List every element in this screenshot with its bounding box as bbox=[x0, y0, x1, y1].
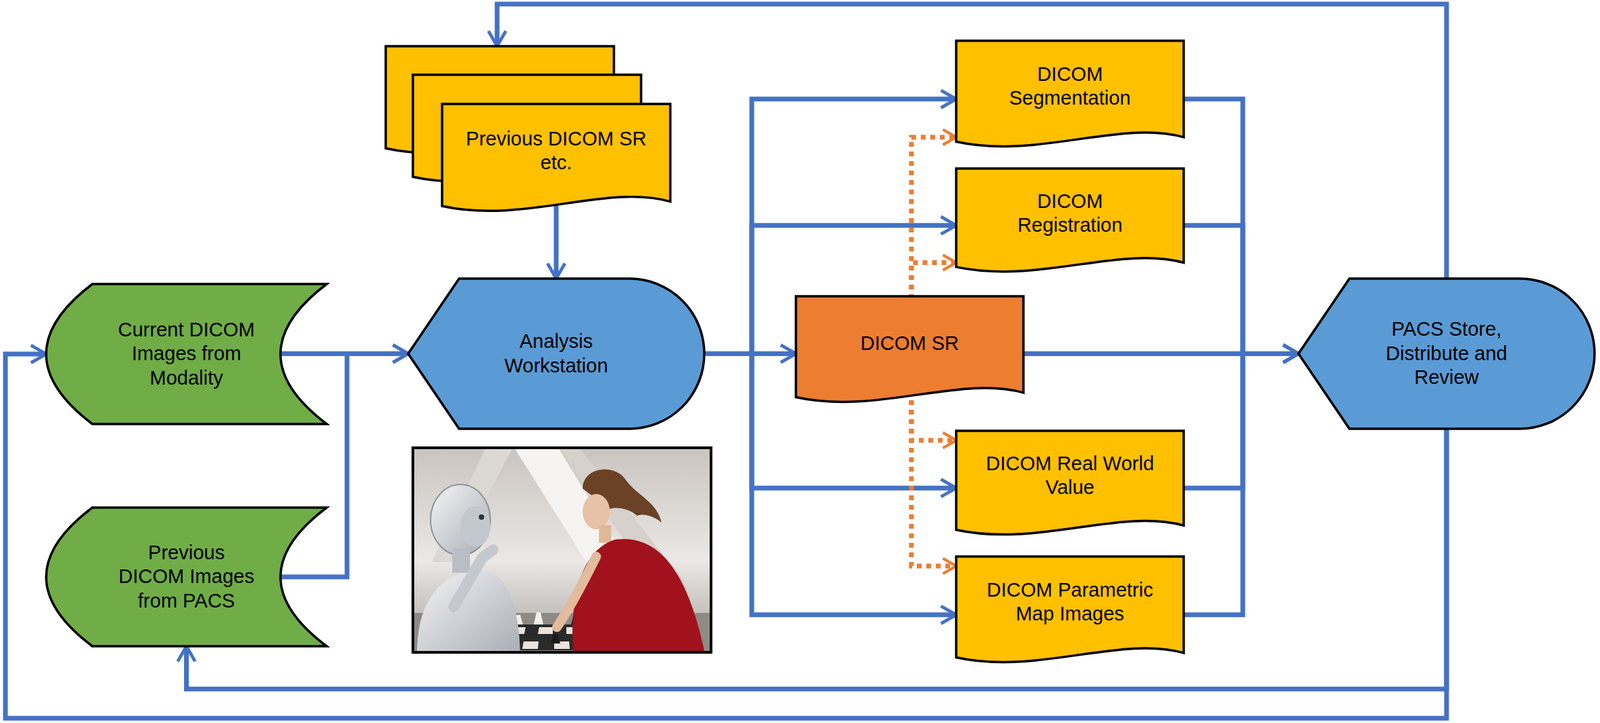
flow-arrow bbox=[1180, 353, 1299, 615]
illustration-part bbox=[582, 493, 610, 530]
node-label: DICOM SR bbox=[860, 331, 959, 356]
illustration-part bbox=[537, 626, 553, 634]
display-box: Analysis Workstation bbox=[408, 278, 705, 429]
illustration-part bbox=[478, 514, 485, 520]
illustration-part bbox=[533, 611, 544, 625]
shape-outline bbox=[408, 278, 705, 429]
reference-arrow bbox=[911, 390, 957, 441]
reference-arrow bbox=[911, 137, 957, 299]
illustration-part bbox=[453, 549, 494, 607]
document-box: DICOM Parametric Map Images bbox=[956, 556, 1184, 669]
node-label: PACS Store, Distribute and Review bbox=[1373, 317, 1520, 390]
document-box: DICOM Segmentation bbox=[956, 40, 1184, 153]
flow-arrow bbox=[1180, 353, 1299, 489]
data-store: Previous DICOM Images from PACS bbox=[46, 507, 327, 646]
node-shape bbox=[408, 278, 705, 429]
illustration-part bbox=[452, 548, 470, 573]
reference-arrow bbox=[911, 390, 957, 566]
reference-arrow bbox=[911, 262, 957, 299]
shape-outline bbox=[956, 40, 1184, 147]
flow-arrow bbox=[1180, 225, 1299, 354]
text-area: DICOM Registration bbox=[956, 168, 1184, 259]
text-area: DICOM Real World Value bbox=[956, 430, 1184, 521]
document-outline bbox=[442, 103, 671, 211]
illustration-part bbox=[556, 556, 597, 627]
illustration-part bbox=[550, 633, 561, 644]
illustration-part bbox=[430, 484, 491, 555]
illustration-part bbox=[412, 447, 712, 652]
shape-outline bbox=[795, 296, 1024, 402]
text-area: PACS Store, Distribute and Review bbox=[1349, 278, 1544, 429]
flow-arrow bbox=[1180, 99, 1299, 354]
document-stack: Previous DICOM SR etc. bbox=[385, 46, 671, 218]
shape-outline bbox=[956, 556, 1184, 662]
node-label: Previous DICOM SR etc. bbox=[454, 126, 659, 176]
illustration-part bbox=[522, 641, 539, 649]
shape-outline bbox=[956, 168, 1184, 272]
chess-photo bbox=[411, 446, 713, 654]
text-area: Previous DICOM Images from PACS bbox=[92, 507, 281, 646]
shape-outline bbox=[1298, 278, 1595, 429]
node-label: DICOM Parametric Map Images bbox=[971, 577, 1169, 627]
flow-arrow bbox=[554, 196, 559, 279]
text-area: Previous DICOM SR etc. bbox=[442, 103, 671, 198]
text-area: DICOM SR bbox=[795, 296, 1024, 392]
text-area: Current DICOM Images from Modality bbox=[92, 283, 281, 424]
shape-outline bbox=[46, 507, 327, 646]
text-area: Analysis Workstation bbox=[459, 278, 654, 429]
flow-arrow bbox=[186, 425, 1448, 689]
shape-outline bbox=[956, 430, 1184, 535]
node-label: DICOM Real World Value bbox=[971, 451, 1169, 500]
shape-outline bbox=[46, 283, 327, 424]
text-area: DICOM Parametric Map Images bbox=[956, 556, 1184, 648]
node-label: DICOM Segmentation bbox=[988, 62, 1152, 111]
node-label: Previous DICOM Images from PACS bbox=[114, 540, 259, 613]
text-area: DICOM Segmentation bbox=[956, 40, 1184, 132]
display-box: PACS Store, Distribute and Review bbox=[1298, 278, 1595, 429]
illustration-part bbox=[598, 524, 612, 543]
document-box: DICOM Real World Value bbox=[956, 430, 1184, 541]
flow-arrow bbox=[277, 353, 409, 578]
illustration-part bbox=[411, 446, 713, 654]
document-box: DICOM SR bbox=[795, 296, 1024, 409]
document-box: DICOM Registration bbox=[956, 168, 1184, 278]
connector-group bbox=[5, 4, 1447, 718]
node-label: Analysis Workstation bbox=[480, 329, 633, 378]
node-label: DICOM Registration bbox=[988, 189, 1152, 238]
node-label: Current DICOM Images from Modality bbox=[105, 317, 269, 390]
data-store: Current DICOM Images from Modality bbox=[46, 283, 327, 424]
illustration-part bbox=[460, 505, 491, 547]
